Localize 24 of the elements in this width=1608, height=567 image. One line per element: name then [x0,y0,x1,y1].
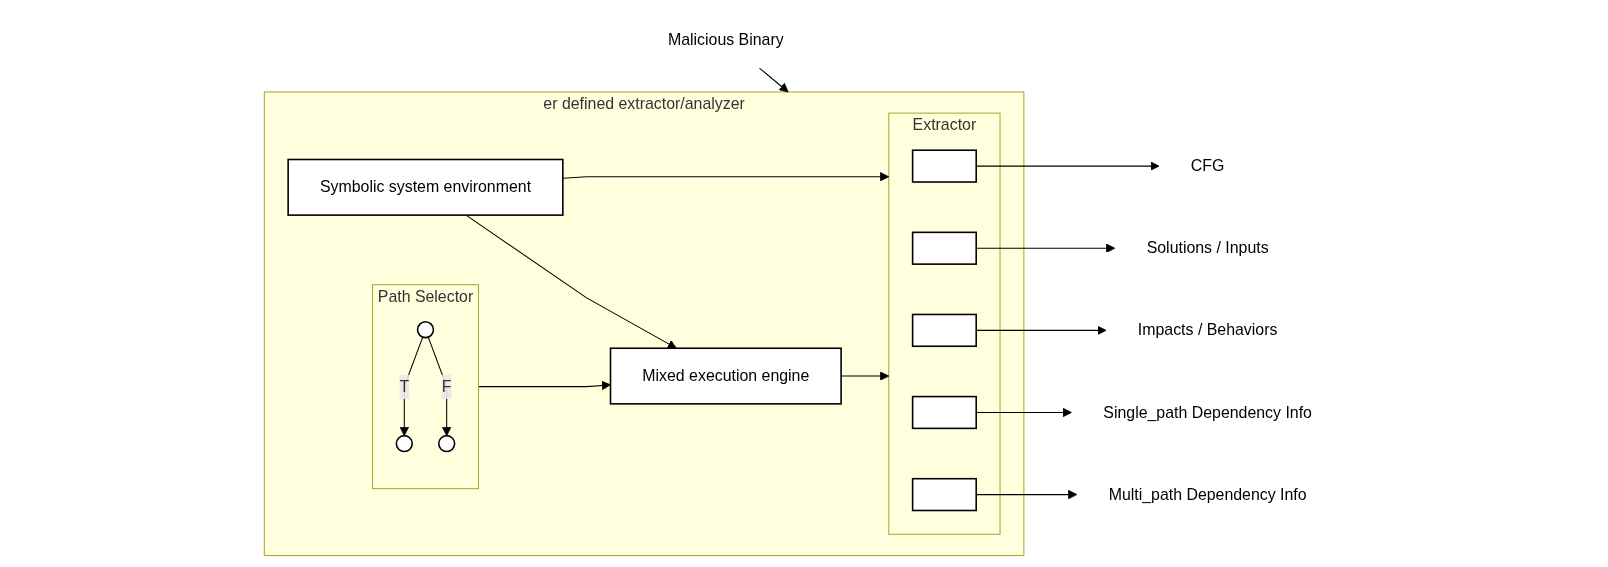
arrow [465,214,677,349]
node-box: Symbolic system environment [287,158,564,216]
node-text: Single_path Dependency Info [1103,402,1312,421]
node-box: Mixed execution engine [609,346,842,405]
node-box [911,231,977,265]
node-box [911,148,977,183]
node-text: Multi_path Dependency Info [1108,484,1307,503]
node-circle [437,434,456,452]
arrow [399,336,424,436]
edge-label: F [441,376,452,395]
node-box [911,313,977,347]
arrow [758,67,789,92]
edge-label: T [399,376,410,395]
node-text: Solutions / Inputs [1146,237,1269,256]
node-circle [395,434,414,452]
node-text: Impacts / Behaviors [1137,320,1278,339]
cluster: Extractor [888,112,1001,535]
node-box [911,395,977,429]
arrow [562,171,890,181]
arrow [427,336,452,436]
node-text: CFG [1190,155,1225,174]
node-circle [416,320,435,338]
node-box [911,477,977,511]
node-text: Malicious Binary [667,29,784,48]
